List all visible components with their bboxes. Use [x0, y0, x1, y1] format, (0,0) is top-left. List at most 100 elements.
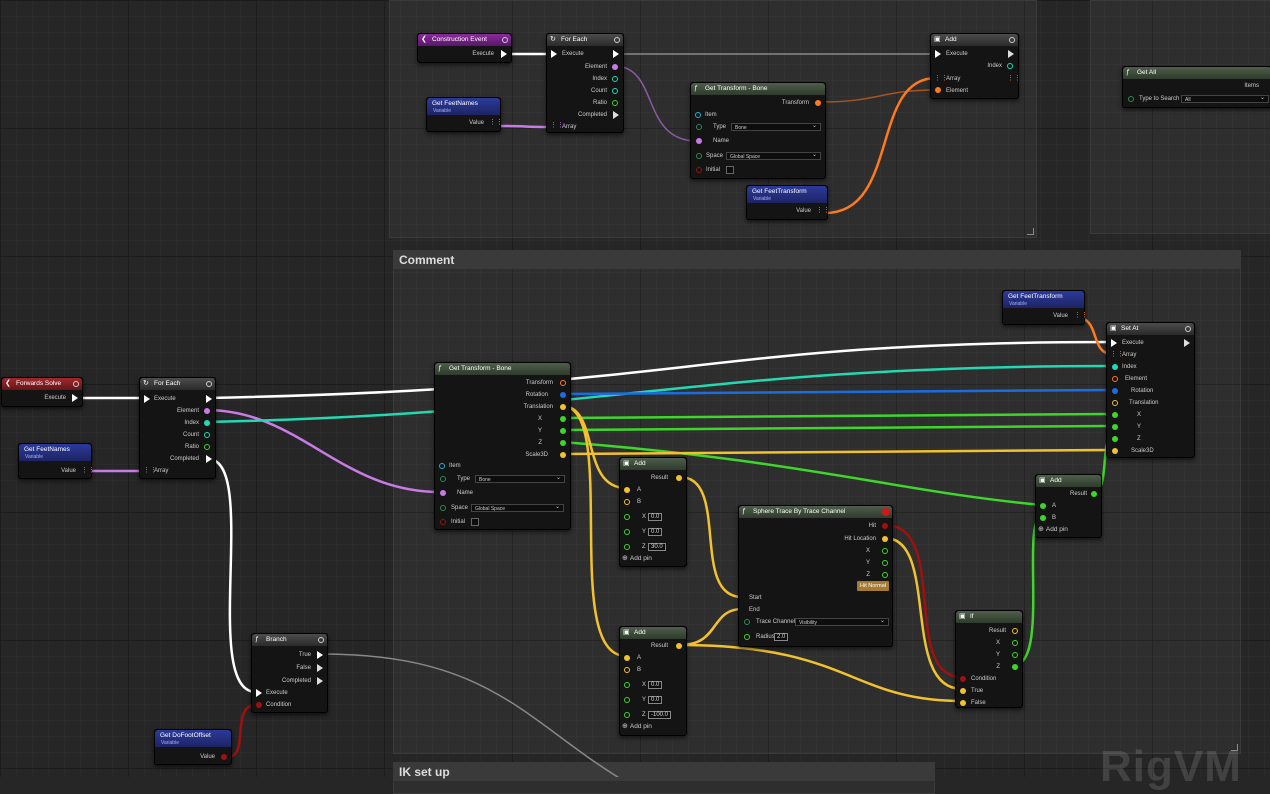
node-header[interactable]: ▣Set At	[1107, 323, 1194, 335]
struct-in-pin[interactable]	[439, 463, 445, 469]
node-header[interactable]: ▣Add	[620, 458, 686, 470]
float-in-pin[interactable]	[624, 682, 630, 688]
float-in-pin[interactable]	[624, 514, 630, 520]
array-in-pin[interactable]: ⋮⋮	[550, 122, 564, 129]
float-in-pin[interactable]	[1040, 503, 1046, 509]
add-pin-button[interactable]: Add pin	[622, 721, 652, 733]
transform-in-pin[interactable]	[935, 87, 941, 93]
int-in-pin[interactable]	[1112, 364, 1118, 370]
float-in-pin[interactable]	[624, 697, 630, 703]
transform-out-pin[interactable]	[815, 100, 821, 106]
float-in-pin[interactable]	[624, 529, 630, 535]
comment-resize-handle[interactable]	[1231, 744, 1238, 751]
enum-in-pin[interactable]	[696, 153, 702, 159]
array-out-pin[interactable]: ⋮⋮	[1074, 312, 1088, 319]
vector-in-pin[interactable]	[624, 667, 630, 673]
exec-out-pin[interactable]	[206, 455, 212, 463]
exec-out-pin[interactable]	[501, 50, 507, 58]
initial-checkbox[interactable]	[471, 518, 479, 526]
comment-resize-handle[interactable]	[1027, 228, 1034, 235]
node-header[interactable]: ▣Add	[931, 34, 1018, 46]
node-header[interactable]: ❮Forwards Solve	[2, 378, 82, 390]
node-construction-event[interactable]: ❮Construction Event Execute	[417, 33, 512, 63]
initial-checkbox[interactable]	[726, 166, 734, 174]
exec-out-pin[interactable]	[1008, 50, 1014, 58]
vector-out-pin[interactable]	[882, 536, 888, 542]
name-in-pin[interactable]	[440, 490, 446, 496]
comment-box-top-right[interactable]	[1090, 0, 1270, 234]
vector-in-pin[interactable]	[1112, 448, 1118, 454]
x-value-field[interactable]: 0.0	[648, 513, 663, 521]
exec-out-pin[interactable]	[1184, 339, 1190, 347]
enum-in-pin[interactable]	[1128, 96, 1134, 102]
array-out-pin[interactable]: ⋮⋮	[489, 119, 503, 126]
node-header[interactable]: ↻For Each	[547, 34, 623, 46]
y-value-field[interactable]: 0.0	[648, 528, 663, 536]
exec-out-pin[interactable]	[613, 50, 619, 58]
float-in-pin[interactable]	[744, 634, 750, 640]
collapse-icon[interactable]	[614, 37, 620, 43]
vector-out-pin[interactable]	[676, 643, 682, 649]
float-out-pin[interactable]	[882, 572, 888, 578]
node-add-top[interactable]: ▣Add Execute Index ⋮⋮ Array ⋮⋮ Element	[930, 33, 1021, 99]
float-in-pin[interactable]	[1040, 515, 1046, 521]
node-header[interactable]: ↻For Each	[140, 378, 215, 390]
array-out-pin[interactable]: ⋮⋮	[1007, 75, 1021, 82]
transform-out-pin[interactable]	[560, 380, 566, 386]
comment-title[interactable]: Comment	[394, 251, 1240, 269]
exec-in-pin[interactable]	[935, 50, 941, 58]
float-out-pin[interactable]	[882, 548, 888, 554]
radius-value-field[interactable]: 2.0	[774, 633, 789, 641]
z-value-field[interactable]: 30.0	[648, 543, 666, 551]
float-out-pin[interactable]	[1091, 491, 1097, 497]
trace-channel-dropdown[interactable]: Visibility	[795, 617, 889, 626]
bool-out-pin[interactable]	[221, 754, 227, 760]
array-in-pin[interactable]: ⋮⋮	[934, 75, 948, 82]
node-if[interactable]: ▣If Result X Y Z Condition True False	[955, 610, 1023, 708]
float-out-pin[interactable]	[882, 560, 888, 566]
struct-in-pin[interactable]	[695, 112, 701, 118]
collapse-icon[interactable]	[502, 37, 508, 43]
collapse-icon[interactable]	[1009, 37, 1015, 43]
exec-out-pin[interactable]	[613, 111, 619, 119]
add-pin-button[interactable]: Add pin	[622, 553, 652, 565]
int-out-pin[interactable]	[204, 420, 210, 426]
exec-in-pin[interactable]	[144, 395, 150, 403]
vector-out-pin[interactable]	[560, 404, 566, 410]
add-pin-button[interactable]: Add pin	[1038, 524, 1068, 536]
int-out-pin[interactable]	[1007, 63, 1013, 69]
enum-in-pin[interactable]	[440, 476, 446, 482]
space-dropdown[interactable]: Global Space	[726, 151, 821, 160]
float-out-pin[interactable]	[1012, 640, 1018, 646]
node-for-each-top[interactable]: ↻For Each Execute Element Index Count Ra…	[546, 33, 624, 133]
exec-in-pin[interactable]	[551, 50, 557, 58]
float-in-pin[interactable]	[1112, 424, 1118, 430]
type-to-search-dropdown[interactable]: All	[1181, 94, 1269, 103]
transform-in-pin[interactable]	[1112, 376, 1118, 382]
float-in-pin[interactable]	[624, 712, 630, 718]
float-out-pin[interactable]	[560, 416, 566, 422]
exec-in-pin[interactable]	[1111, 339, 1117, 347]
vector-in-pin[interactable]	[624, 655, 630, 661]
bool-in-pin[interactable]	[960, 676, 966, 682]
exec-in-pin[interactable]	[256, 689, 262, 697]
node-header[interactable]: ▣Add	[620, 627, 686, 639]
int-out-pin[interactable]	[204, 432, 210, 438]
enum-in-pin[interactable]	[440, 505, 446, 511]
array-in-pin[interactable]: ⋮⋮	[1110, 351, 1124, 358]
bool-in-pin[interactable]	[696, 167, 702, 173]
node-set-at[interactable]: ▣Set At Execute ⋮⋮ Array Index Element R…	[1106, 322, 1195, 458]
